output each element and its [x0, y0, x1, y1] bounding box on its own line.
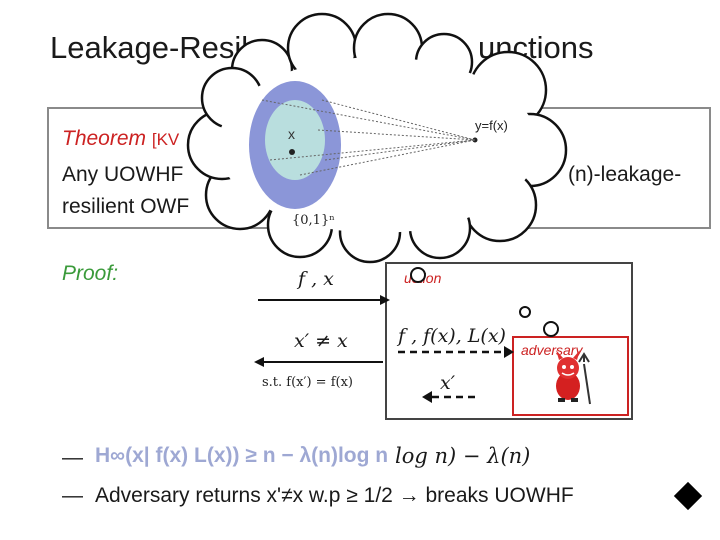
proof-label: Proof: — [62, 262, 119, 285]
thought-cloud — [186, 12, 568, 337]
devil-icon — [556, 350, 591, 405]
theorem-line2-left: resilient OWF — [62, 195, 190, 218]
adversary-label: adversary — [521, 342, 583, 358]
output-x-prime: x′ ≠ x — [294, 330, 348, 352]
reduction-box — [385, 262, 633, 420]
adversary-box — [512, 336, 629, 416]
input-f-x: f , x — [298, 268, 334, 290]
point-y-label: y=f(x) — [475, 118, 508, 133]
bullet-dash-2: — — [62, 484, 83, 507]
bullet-adversary-returns: Adversary returns x'≠x w.p ≥ 1/2 → break… — [95, 484, 574, 507]
theorem-citation: [KV — [151, 130, 180, 149]
theorem-heading-text: Theorem — [62, 127, 147, 150]
domain-inner-ellipse — [265, 100, 325, 180]
slide-title-left: Leakage-Resil — [50, 30, 249, 65]
theorem-line1-left: Any UOWHF — [62, 163, 184, 186]
bullet-dash-1: — — [62, 446, 83, 469]
bullet-entropy-overlay: log n) − λ(n) — [395, 444, 531, 468]
message-to-adversary: f , f(x), L(x) — [398, 325, 506, 347]
domain-label: {0,1}ⁿ — [292, 213, 335, 228]
bullet-entropy-text: H∞(x| f(x) L(x)) ≥ n − λ(n)log n — [95, 444, 389, 467]
theorem-heading: Theorem [KV — [62, 127, 179, 151]
arrow-output — [254, 357, 383, 367]
condition-text: s.t. f(x′) = f(x) — [262, 375, 353, 390]
arrow-input — [258, 295, 390, 305]
arrow-to-adversary — [398, 346, 514, 358]
point-x-label: x — [288, 126, 295, 142]
mapping-rays — [261, 99, 476, 176]
point-x — [289, 149, 295, 155]
message-from-adversary: x′ — [440, 372, 456, 394]
arrow-from-adversary — [422, 391, 475, 403]
theorem-line1-right: (n)-leakage- — [568, 163, 682, 186]
